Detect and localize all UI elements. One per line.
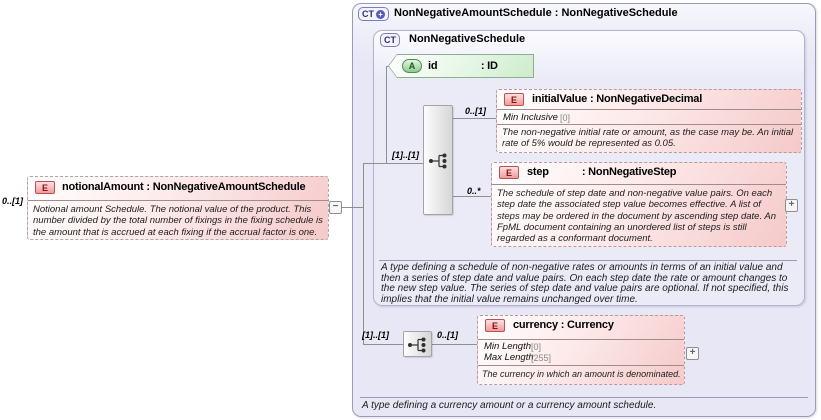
element-name: step	[527, 166, 549, 178]
notional-annotation: Notional amount Schedule. The notional v…	[33, 204, 323, 238]
separator	[478, 339, 684, 340]
step-element-title: step : NonNegativeStep	[527, 166, 676, 178]
complextype-badge: CT+	[358, 7, 389, 21]
element-type: : Currency	[560, 319, 614, 331]
separator	[28, 200, 328, 201]
connector-trunk-line	[363, 163, 364, 345]
facet-name: Max Length	[484, 352, 534, 363]
connector-line	[363, 344, 403, 345]
element-name: initialValue	[532, 93, 588, 105]
attribute-badge: A	[402, 59, 422, 73]
facet-value: [0]	[560, 113, 571, 123]
currency-element-title: currency : Currency	[513, 319, 614, 331]
notional-element-title: notionalAmount : NonNegativeAmountSchedu…	[62, 181, 306, 193]
element-badge: E	[35, 181, 55, 194]
expand-toggle-icon[interactable]: +	[785, 199, 798, 212]
facet-value: [0]	[531, 342, 542, 352]
attribute-type: : ID	[480, 60, 498, 72]
connector-line	[453, 196, 491, 197]
inner-complextype-title: NonNegativeSchedule	[409, 33, 526, 45]
outer-annotation-separator	[360, 397, 808, 398]
currency-annotation: The currency in which an amount is denom…	[482, 369, 681, 379]
sequence-compositor[interactable]	[403, 331, 432, 357]
notional-cardinality-label: 0..[1]	[2, 196, 24, 206]
sequence1-cardinality-label: [1]..[1]	[392, 150, 419, 160]
attribute-box-fill	[389, 55, 533, 77]
inner-complextype-annotation: A type defining a schedule of non-negati…	[381, 262, 789, 305]
currency-cardinality-label: 0..[1]	[437, 330, 459, 340]
attribute-connector-line	[386, 66, 387, 163]
collapse-toggle-icon[interactable]: −	[329, 201, 342, 214]
sequence-icon	[408, 337, 426, 353]
facet-name: Min Inclusive	[503, 112, 558, 123]
element-box-currency[interactable]	[477, 315, 685, 385]
element-box-step[interactable]	[491, 162, 787, 247]
separator	[478, 365, 684, 366]
ct-badge-label: CT	[362, 8, 374, 19]
expand-toggle-icon[interactable]: +	[686, 347, 699, 360]
element-type: : NonNegativeStep	[581, 166, 677, 178]
initialvalue-cardinality-label: 0..[1]	[465, 106, 487, 116]
element-name: currency	[513, 319, 558, 331]
element-badge: E	[485, 319, 505, 332]
sequence-icon	[429, 153, 447, 169]
outer-complextype-title: NonNegativeAmountSchedule : NonNegativeS…	[394, 7, 678, 19]
sequence-compositor[interactable]	[423, 105, 453, 215]
inner-annotation-separator	[379, 260, 797, 261]
separator	[492, 184, 786, 185]
facet-value: [255]	[531, 353, 552, 363]
initialvalue-element-title: initialValue : NonNegativeDecimal	[532, 93, 702, 105]
complextype-badge-inner: CT	[380, 33, 400, 47]
element-badge: E	[499, 166, 519, 179]
connector-line	[432, 344, 477, 345]
element-type: : NonNegativeAmountSchedule	[146, 181, 306, 193]
attribute-name: id	[428, 60, 438, 72]
step-cardinality-label: 0..*	[467, 186, 481, 196]
facet-name: Min Length	[484, 341, 532, 352]
outer-complextype-annotation: A type defining a currency amount or a c…	[362, 400, 657, 411]
element-badge: E	[504, 93, 524, 106]
element-name: notionalAmount	[62, 181, 144, 193]
connector-line	[453, 118, 496, 119]
sequence2-cardinality-label: [1]..[1]	[362, 330, 389, 340]
step-annotation: The schedule of step date and non-negati…	[497, 188, 777, 245]
connector-line	[363, 163, 423, 164]
attribute-connector-line	[386, 66, 389, 67]
connector-line	[342, 207, 363, 208]
element-box-initialvalue[interactable]	[496, 89, 802, 153]
element-box-notionalamount[interactable]	[27, 176, 329, 240]
initialvalue-annotation: The non-negative initial rate or amount,…	[502, 127, 794, 150]
separator	[497, 109, 801, 110]
ct-badge-label: CT	[384, 34, 396, 45]
id-attribute-title: id : ID	[428, 60, 498, 72]
separator	[497, 124, 801, 125]
plus-icon: +	[376, 9, 385, 19]
element-type: : NonNegativeDecimal	[589, 93, 703, 105]
